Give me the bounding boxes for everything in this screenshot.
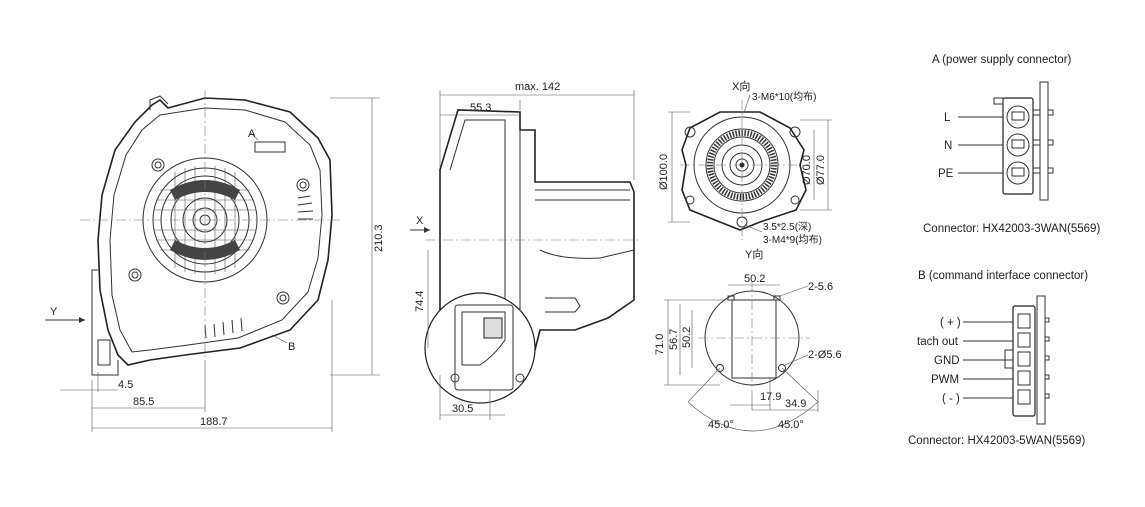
dim-h56: 56.7	[668, 329, 680, 350]
label-screw-bottom: 3-M4*9(均布)	[763, 234, 822, 246]
dim-offset-small: 4.5	[118, 379, 133, 391]
front-view: A B Y 210.3 4.5 85.5 188.7	[45, 90, 385, 432]
label-b: B	[288, 341, 295, 353]
connector-a-pin-n: N	[944, 140, 952, 152]
y-axis-label: Y	[50, 306, 58, 318]
dim-dia-77: Ø77.0	[815, 155, 827, 185]
connector-b: B (command interface connector) ( + ) ta…	[908, 270, 1088, 447]
label-screw-top: 3-M6*10(均布)	[752, 91, 816, 103]
dim-top-width: 50.2	[744, 273, 765, 285]
motor-view: X向 3-M6*10(均布) 3.5*2.5(深) 3-M4*9(均布) Y向 …	[658, 79, 832, 261]
dim-hole: 2-Ø5.6	[808, 349, 842, 361]
dim-offset-center: 85.5	[133, 396, 154, 408]
label-x-direction: X向	[732, 79, 750, 93]
x-axis-label: X	[416, 215, 424, 227]
dim-max-depth: max. 142	[515, 81, 560, 93]
dim-h71: 71.0	[654, 334, 666, 355]
connector-a: A (power supply connector) L N PE Connec…	[923, 54, 1100, 235]
connector-a-pin-pe: PE	[938, 168, 954, 180]
dim-outlet-offset: 30.5	[452, 403, 473, 415]
connector-b-pin-pwm: PWM	[931, 374, 959, 386]
connector-b-pin-plus: ( + )	[940, 317, 961, 329]
connector-b-title: B (command interface connector)	[918, 270, 1088, 282]
dim-angle-left: 45.0°	[708, 419, 734, 431]
dim-w34: 34.9	[785, 398, 806, 410]
connector-a-caption: Connector: HX42003-3WAN(5569)	[923, 223, 1100, 235]
outlet-view: 50.2 2-5.6 2-Ø5.6 71.0 56.7 50.2 17.9 34…	[654, 273, 842, 432]
label-y-direction: Y向	[745, 247, 763, 261]
label-hole-depth: 3.5*2.5(深)	[763, 221, 811, 233]
dim-angle-right: 45.0°	[778, 419, 804, 431]
connector-b-pin-gnd: GND	[934, 355, 960, 367]
side-view: X max. 142 55.3 74.4 30.5	[410, 81, 640, 420]
connector-b-pin-minus: ( - )	[942, 393, 960, 405]
connector-b-caption: Connector: HX42003-5WAN(5569)	[908, 435, 1085, 447]
connector-a-title: A (power supply connector)	[932, 54, 1072, 66]
dim-outlet-height: 74.4	[414, 291, 426, 312]
dim-dia-100: Ø100.0	[658, 154, 670, 190]
connector-b-pin-tach: tach out	[917, 336, 959, 348]
label-a: A	[248, 128, 256, 140]
dim-width-total: 188.7	[200, 416, 228, 428]
dim-w17: 17.9	[760, 391, 781, 403]
dim-h50: 50.2	[681, 327, 693, 348]
dim-dia-70: Ø70.0	[801, 155, 813, 185]
dim-slot: 2-5.6	[808, 281, 833, 293]
connector-a-pin-l: L	[944, 112, 951, 124]
dim-height: 210.3	[373, 224, 385, 252]
dim-flange-depth: 55.3	[470, 102, 491, 114]
